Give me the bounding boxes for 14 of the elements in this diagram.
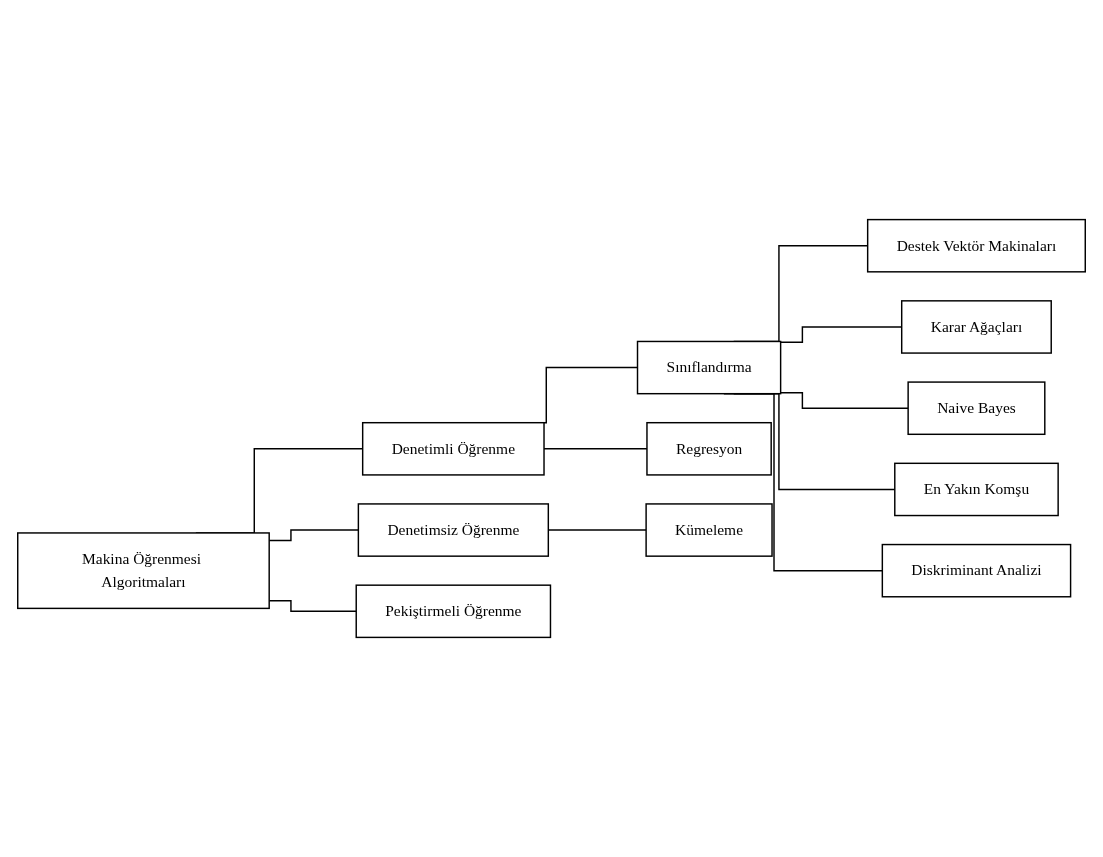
connector (779, 392, 909, 409)
node-box (900, 300, 1052, 354)
node-box (361, 421, 545, 476)
tree-diagram: Makina Öğrenmesi Algoritmaları Denetimli Öğrenme Denetimsiz Öğrenme Pekiştirmeli Öğrenme Sınıflandırma Regresyon Kümeleme Destek Vektör Makinaları Karar Ağaçları Naive Bayes En Yakın Komşu Diskriminant Analizi (10, 10, 1093, 847)
node-box (645, 503, 773, 557)
node-box (881, 543, 1072, 598)
node-box (355, 584, 552, 639)
node-box (907, 381, 1046, 436)
node-box (646, 421, 772, 476)
node-box (894, 462, 1059, 517)
node-box (357, 503, 550, 557)
node-box (866, 218, 1086, 273)
node-box (636, 340, 782, 395)
node-box (17, 532, 270, 610)
